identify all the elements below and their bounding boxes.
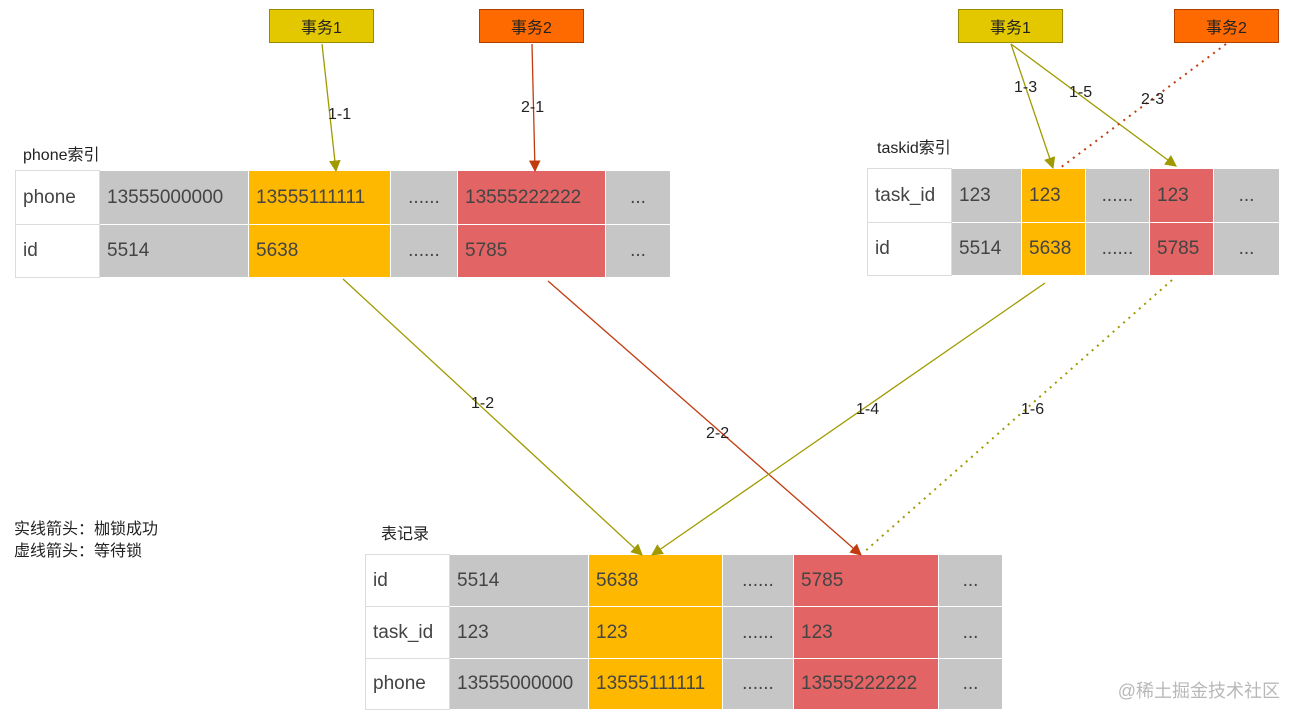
cell-ellipsis: ...... — [722, 554, 794, 607]
cell-txn2: 123 — [793, 606, 939, 659]
edge-label-1-2: 1-2 — [471, 395, 494, 412]
cell-txn2: 5785 — [793, 554, 939, 607]
arrow-1-3 — [1010, 43, 1056, 170]
cell-ellipsis: ...... — [722, 606, 794, 659]
row-header-phone: phone — [365, 658, 450, 710]
phone-index-table: phone 13555000000 13555111111 ...... 135… — [15, 170, 671, 278]
arrow-1-1 — [321, 43, 341, 173]
cell: 5514 — [449, 554, 589, 607]
edge-label-2-3: 2-3 — [1141, 91, 1164, 108]
legend-solid: 实线箭头：枷锁成功 — [14, 521, 159, 538]
row-header-id: id — [365, 554, 450, 607]
cell-ellipsis: ...... — [390, 170, 458, 225]
cell-ellipsis: ... — [938, 658, 1003, 710]
cell: 123 — [951, 168, 1022, 223]
arrow-2-2 — [547, 280, 862, 556]
cell-ellipsis: ... — [938, 554, 1003, 607]
arrow-1-6 — [862, 279, 1173, 554]
taskid-index-table: task_id 123 123 ...... 123 ... id 5514 5… — [867, 168, 1280, 276]
cell-txn2: 123 — [1149, 168, 1214, 223]
cell-txn2: 13555222222 — [793, 658, 939, 710]
transaction-1-box-left: 事务1 — [269, 9, 374, 43]
cell-txn2: 5785 — [457, 224, 606, 278]
cell: 13555000000 — [99, 170, 249, 225]
row-header-phone: phone — [15, 170, 100, 225]
watermark: @稀土掘金技术社区 — [1117, 681, 1280, 701]
cell-txn1: 13555111111 — [248, 170, 391, 225]
cell-ellipsis: ... — [605, 224, 671, 278]
cell-ellipsis: ... — [605, 170, 671, 225]
edge-label-2-2: 2-2 — [706, 425, 729, 442]
cell-ellipsis: ...... — [1085, 222, 1150, 276]
arrow-1-2 — [342, 278, 643, 556]
cell-ellipsis: ...... — [390, 224, 458, 278]
taskid-index-title: taskid索引 — [877, 140, 951, 157]
cell-ellipsis: ...... — [1085, 168, 1150, 223]
transaction-2-box-right: 事务2 — [1174, 9, 1279, 43]
table-row: id 5514 5638 ...... 5785 ... — [365, 554, 1003, 607]
legend-dashed: 虚线箭头：等待锁 — [14, 543, 143, 560]
edge-label-1-6: 1-6 — [1021, 401, 1044, 418]
phone-index-title: phone索引 — [23, 147, 100, 164]
table-row: id 5514 5638 ...... 5785 ... — [15, 224, 671, 278]
edge-label-1-5: 1-5 — [1069, 84, 1092, 101]
arrow-1-4 — [651, 282, 1046, 556]
table-record-table: id 5514 5638 ...... 5785 ... task_id 123… — [365, 554, 1003, 710]
table-row: phone 13555000000 13555111111 ...... 135… — [15, 170, 671, 225]
legend: 实线箭头：枷锁成功 虚线箭头：等待锁 — [14, 519, 158, 563]
cell-ellipsis: ... — [1213, 168, 1280, 223]
cell-txn1: 5638 — [248, 224, 391, 278]
row-header-task-id: task_id — [365, 606, 450, 659]
cell-txn1: 5638 — [588, 554, 723, 607]
row-header-id: id — [867, 222, 952, 276]
cell-txn1: 5638 — [1021, 222, 1086, 276]
transaction-2-box-left: 事务2 — [479, 9, 584, 43]
cell-txn1: 123 — [1021, 168, 1086, 223]
arrow-1-5 — [1010, 43, 1177, 167]
table-row: task_id 123 123 ...... 123 ... — [365, 606, 1003, 659]
edge-label-1-1: 1-1 — [328, 106, 351, 123]
cell: 123 — [449, 606, 589, 659]
table-row: task_id 123 123 ...... 123 ... — [867, 168, 1280, 223]
cell: 5514 — [951, 222, 1022, 276]
arrow-2-1 — [528, 43, 541, 173]
cell: 5514 — [99, 224, 249, 278]
cell-txn1: 13555111111 — [588, 658, 723, 710]
edge-label-1-4: 1-4 — [856, 401, 879, 418]
table-row: id 5514 5638 ...... 5785 ... — [867, 222, 1280, 276]
cell-ellipsis: ... — [938, 606, 1003, 659]
edge-label-2-1: 2-1 — [521, 99, 544, 116]
transaction-1-box-right: 事务1 — [958, 9, 1063, 43]
cell-txn2: 5785 — [1149, 222, 1214, 276]
cell-ellipsis: ... — [1213, 222, 1280, 276]
edge-label-1-3: 1-3 — [1014, 79, 1037, 96]
table-record-title: 表记录 — [381, 526, 430, 543]
row-header-id: id — [15, 224, 100, 278]
cell-txn1: 123 — [588, 606, 723, 659]
table-row: phone 13555000000 13555111111 ...... 135… — [365, 658, 1003, 710]
